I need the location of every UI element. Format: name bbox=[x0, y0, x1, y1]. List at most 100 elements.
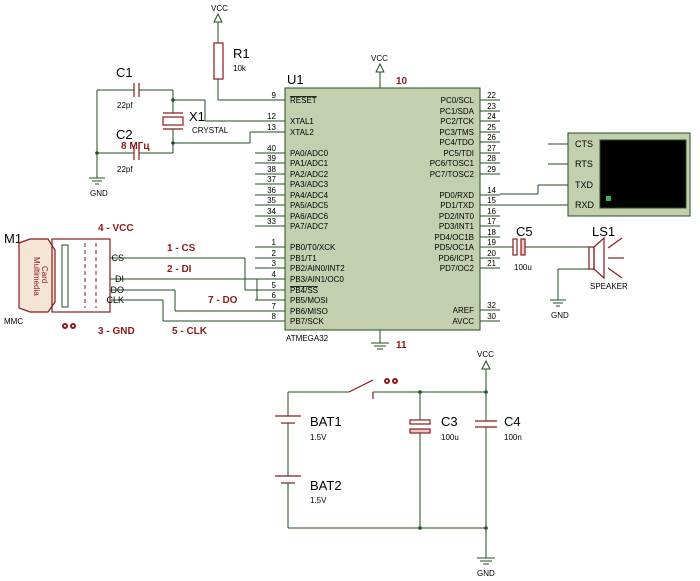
u1-pin10: 10 bbox=[396, 76, 408, 87]
u1-pin-number: 37 bbox=[267, 175, 276, 184]
c3-value: 100u bbox=[441, 433, 459, 442]
u1-pin-name: PC2/TCK bbox=[440, 117, 474, 126]
u1-pin11: 11 bbox=[396, 340, 407, 351]
card-label-2: Card bbox=[40, 266, 49, 283]
u1-pin-name: PC1/SDA bbox=[440, 107, 475, 116]
c2-value: 22pf bbox=[117, 165, 133, 174]
u1-pin-name: PD5/OC1A bbox=[434, 243, 474, 252]
u1-pin-name: PD3/INT1 bbox=[439, 222, 475, 231]
bat2-value: 1.5V bbox=[310, 496, 327, 505]
mmc-pin-label: DO bbox=[111, 285, 125, 295]
u1-pin-name: PD2/INT0 bbox=[439, 212, 475, 221]
u1-pin-number: 16 bbox=[487, 207, 496, 216]
u1-pin-number: 36 bbox=[267, 186, 276, 195]
capacitor-c5: C5 100u bbox=[500, 224, 589, 272]
u1-ref: U1 bbox=[287, 72, 304, 87]
u1-left-pins: 9RESET12XTAL113XTAL240PA0/ADC039PA1/ADC1… bbox=[255, 91, 345, 326]
u1-pin-number: 4 bbox=[272, 270, 277, 279]
u1-pin-number: 23 bbox=[487, 102, 496, 111]
r1-ref: R1 bbox=[233, 46, 250, 61]
u1-pin-number: 40 bbox=[267, 144, 276, 153]
u1-pin-number: 9 bbox=[272, 91, 277, 100]
mmc-pin-label: CLK bbox=[106, 295, 124, 305]
net-label-do: 7 - DO bbox=[208, 295, 238, 306]
u1-pin-name: PA7/ADC7 bbox=[290, 222, 329, 231]
c4-value: 100n bbox=[504, 433, 522, 442]
vcc-label-supply: VCC bbox=[477, 350, 494, 359]
u1-pin-number: 7 bbox=[272, 302, 277, 311]
u1-pin-number: 38 bbox=[267, 165, 276, 174]
c1-ref: C1 bbox=[116, 65, 133, 80]
u1-pin-name: PD4/OC1B bbox=[434, 233, 474, 242]
net-label-cs: 1 - CS bbox=[167, 243, 196, 254]
u1-pin-name: PB0/T0/XCK bbox=[290, 243, 336, 252]
mmc-pin-label: CS bbox=[111, 253, 124, 263]
terminal-pin-label: RXD bbox=[575, 200, 595, 210]
u1-pin-name: PA5/ADC5 bbox=[290, 201, 329, 210]
u1-pin-name: PC0/SCL bbox=[441, 96, 475, 105]
u1-pin-name: PC3/TMS bbox=[439, 128, 474, 137]
u1-pin-name: PA0/ADC0 bbox=[290, 149, 329, 158]
bat1-value: 1.5V bbox=[310, 433, 327, 442]
u1-pin-number: 27 bbox=[487, 144, 496, 153]
c5-ref: C5 bbox=[516, 224, 533, 239]
u1-pin-number: 18 bbox=[487, 228, 496, 237]
u1-pin-number: 19 bbox=[487, 238, 496, 247]
u1-pin-name: PB3/AIN1/OC0 bbox=[290, 275, 344, 284]
net-label-di: 2 - DI bbox=[167, 264, 192, 275]
u1-right-pins: 22PC0/SCL23PC1/SDA24PC2/TCK25PC3/TMS26PC… bbox=[430, 91, 500, 326]
c3-ref: C3 bbox=[441, 414, 458, 429]
net-label-vcc: 4 - VCC bbox=[98, 223, 134, 234]
mmc-wires bbox=[131, 257, 285, 322]
mcu-u1: U1 ATMEGA32 VCC 10 11 9RESET12XTAL113XTA… bbox=[255, 54, 500, 351]
u1-pin-number: 29 bbox=[487, 165, 496, 174]
u1-pin-name: PA4/ADC4 bbox=[290, 191, 329, 200]
net-label-gnd: 3 - GND bbox=[98, 326, 135, 337]
gnd-symbol-c: GND bbox=[89, 90, 175, 198]
u1-pin-number: 32 bbox=[487, 301, 496, 310]
u1-pin-name: AREF bbox=[453, 306, 474, 315]
crystal-frequency: 8 МГц bbox=[121, 141, 150, 152]
gnd-label-c: GND bbox=[90, 189, 108, 198]
vcc-label-top: VCC bbox=[211, 4, 228, 13]
u1-pin-number: 8 bbox=[272, 312, 277, 321]
u1-pin-name: PD1/TXD bbox=[440, 201, 474, 210]
u1-pin-number: 35 bbox=[267, 196, 276, 205]
u1-pin-name: PB1/T1 bbox=[290, 254, 317, 263]
terminal-pin-label: TXD bbox=[575, 180, 594, 190]
mmc-pin-label: DI bbox=[115, 274, 124, 284]
u1-pin-number: 13 bbox=[267, 123, 276, 132]
bat1-ref: BAT1 bbox=[310, 414, 342, 429]
u1-pin-name: PD6/ICP1 bbox=[438, 254, 474, 263]
u1-pin-name: PA2/ADC2 bbox=[290, 170, 329, 179]
u1-pin-number: 17 bbox=[487, 217, 496, 226]
gnd-label-supply: GND bbox=[477, 569, 495, 578]
c4-ref: C4 bbox=[504, 414, 521, 429]
u1-pin-name: PB7/SCK bbox=[290, 317, 324, 326]
vcc-symbol-top: VCC bbox=[211, 4, 228, 43]
u1-pin-name: PA1/ADC1 bbox=[290, 159, 329, 168]
terminal-pin-label: CTS bbox=[575, 139, 593, 149]
u1-pin-number: 5 bbox=[272, 281, 277, 290]
u1-pin-name: PB4/SS bbox=[290, 286, 318, 295]
net-label-clk: 5 - CLK bbox=[172, 326, 208, 337]
u1-pin-number: 15 bbox=[487, 196, 496, 205]
u1-pin-name: PA3/ADC3 bbox=[290, 180, 329, 189]
u1-pin-number: 14 bbox=[487, 186, 496, 195]
u1-part: ATMEGA32 bbox=[286, 334, 329, 343]
u1-pin-number: 22 bbox=[487, 91, 496, 100]
u1-pin-number: 25 bbox=[487, 123, 496, 132]
ls1-type: SPEAKER bbox=[590, 282, 628, 291]
u1-pin-number: 24 bbox=[487, 112, 496, 121]
u1-pin-name: PA6/ADC6 bbox=[290, 212, 329, 221]
vcc-label-mcu: VCC bbox=[371, 54, 388, 63]
u1-pin-name: PC6/TOSC1 bbox=[430, 159, 475, 168]
u1-pin-name: PD0/RXD bbox=[439, 191, 474, 200]
u1-pin-name: PD7/OC2 bbox=[440, 264, 475, 273]
u1-pin-name: PC5/TDI bbox=[443, 149, 474, 158]
speaker-ls1: LS1 SPEAKER GND bbox=[550, 224, 628, 320]
u1-pin-name: RESET bbox=[290, 96, 317, 105]
u1-pin-name: PC7/TOSC2 bbox=[430, 170, 475, 179]
